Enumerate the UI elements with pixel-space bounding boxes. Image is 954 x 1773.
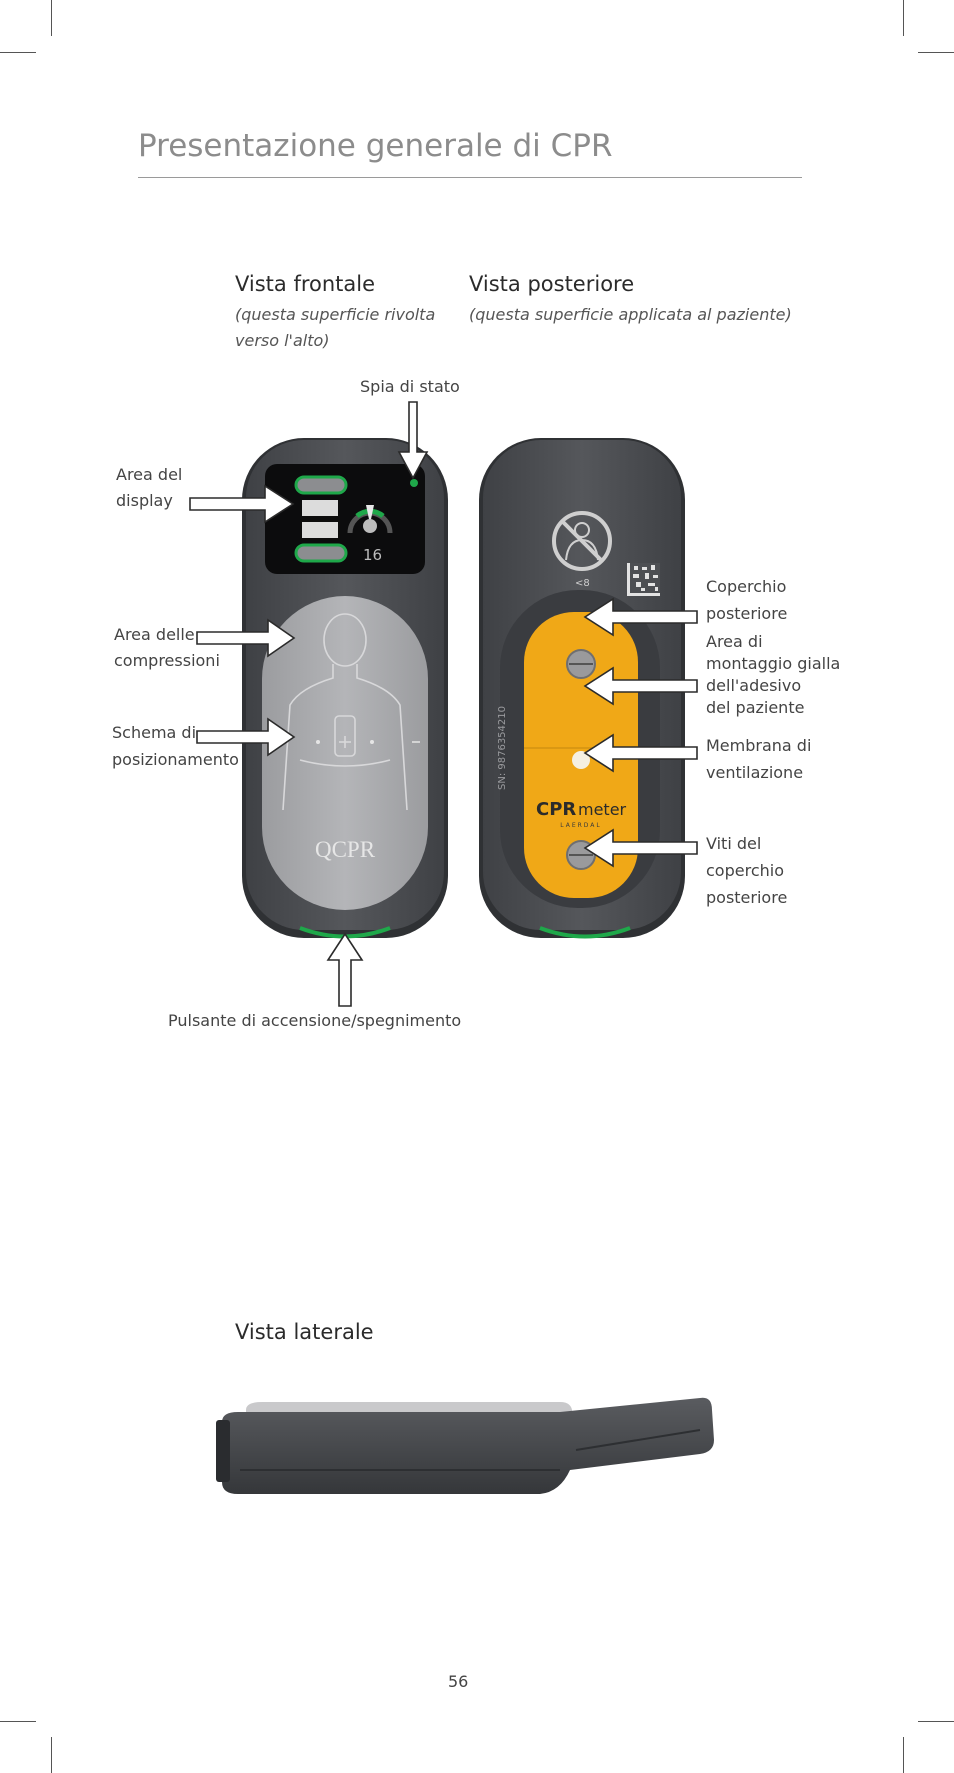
front-logo: QCPR: [315, 837, 376, 862]
arrow-power-button: [326, 932, 364, 1007]
label-compression-area-1: Area delle: [114, 625, 195, 644]
crop-mark: [903, 1737, 904, 1773]
label-vent-membrane-2: ventilazione: [706, 763, 804, 782]
arrow-status-light: [397, 401, 429, 480]
arrow-display-area: [189, 484, 295, 524]
brand-maker: LAERDAL: [560, 822, 602, 829]
age-mark: <8: [575, 578, 590, 589]
label-yellow-area-3: dell'adesivo: [706, 676, 802, 695]
arrow-back-cover: [583, 597, 698, 637]
label-power-button: Pulsante di accensione/spegnimento: [168, 1011, 462, 1030]
side-view-heading: Vista laterale: [235, 1320, 374, 1344]
crop-mark: [0, 1721, 36, 1722]
front-device: QCPR 16: [242, 438, 448, 939]
arrow-placement-diagram: [196, 717, 296, 757]
label-placement-diagram-1: Schema di: [112, 723, 197, 742]
crop-mark: [918, 1721, 954, 1722]
callout-arrows: [189, 401, 698, 1007]
label-display-area-1: Area del: [116, 465, 183, 484]
display-number: 16: [363, 546, 382, 564]
compression-area: [262, 596, 428, 910]
label-back-cover-2: posteriore: [706, 604, 788, 623]
title-rule: [138, 177, 802, 178]
back-device: <8 SN: 9876354210 CPR meter LAERDAL: [479, 438, 685, 939]
crop-mark: [0, 52, 36, 53]
back-view-subtitle: (questa superficie applicata al paziente…: [469, 305, 792, 324]
datamatrix-code: [627, 563, 660, 596]
arrow-vent-membrane: [583, 733, 698, 773]
label-vent-membrane-1: Membrana di: [706, 736, 812, 755]
arrow-compression-area: [196, 618, 296, 658]
label-status-light: Spia di stato: [360, 377, 460, 396]
label-compression-area-2: compressioni: [114, 651, 220, 670]
front-view-subtitle-2: verso l'alto): [235, 331, 330, 350]
side-view-device: [216, 1397, 714, 1494]
label-yellow-area-1: Area di: [706, 632, 763, 651]
page-number: 56: [448, 1672, 469, 1691]
label-yellow-area-4: del paziente: [706, 698, 805, 717]
label-yellow-area-2: montaggio gialla: [706, 654, 841, 673]
arrow-cover-screws: [583, 828, 698, 868]
label-cover-screws-2: coperchio: [706, 861, 784, 880]
label-cover-screws-3: posteriore: [706, 888, 788, 907]
back-view-heading: Vista posteriore: [469, 272, 635, 296]
no-child-icon: [552, 511, 612, 571]
label-placement-diagram-2: posizionamento: [112, 750, 239, 769]
arrow-yellow-area: [583, 666, 698, 706]
crop-mark: [51, 0, 52, 36]
status-light: [410, 479, 418, 487]
vent-membrane: [572, 751, 590, 769]
crop-mark: [903, 0, 904, 36]
brand-bold: CPR: [536, 799, 576, 820]
label-display-area-2: display: [116, 491, 173, 510]
crop-mark: [918, 52, 954, 53]
crop-mark: [51, 1737, 52, 1773]
brand-light: meter: [578, 800, 627, 819]
serial-number: SN: 9876354210: [497, 706, 508, 790]
front-view-heading: Vista frontale: [235, 272, 376, 296]
front-view-subtitle-1: (questa superficie rivolta: [235, 305, 436, 324]
page-title: Presentazione generale di CPR: [138, 128, 613, 164]
label-back-cover-1: Coperchio: [706, 577, 787, 596]
label-cover-screws-1: Viti del: [706, 834, 762, 853]
placement-diagram: [282, 613, 408, 811]
